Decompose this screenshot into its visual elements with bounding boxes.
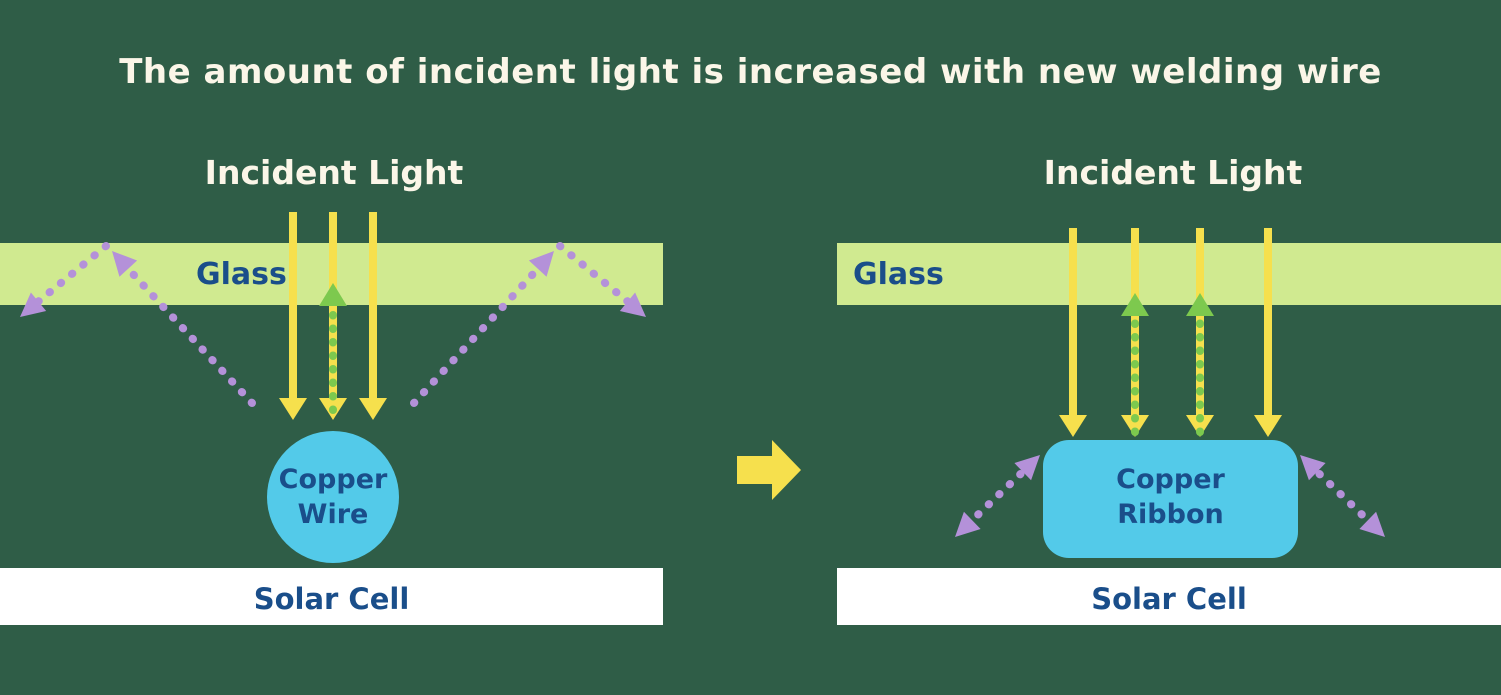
- down-arrowhead-icon: [1186, 415, 1214, 437]
- diagonal-arrowhead-icon: [619, 292, 646, 317]
- diagonal-arrowhead-icon: [528, 251, 554, 277]
- down-arrowhead-icon: [1121, 415, 1149, 437]
- diagonal-arrowhead-icon: [112, 251, 138, 277]
- diagonal-dotted-arrow-icon: [1305, 460, 1381, 533]
- glass-label-right: Glass: [853, 257, 944, 292]
- right-diagram: [837, 228, 1501, 625]
- solar-cell-label-right: Solar Cell: [1091, 582, 1247, 616]
- copper-ribbon-label: Copper Ribbon: [1043, 462, 1298, 532]
- copper-ribbon-shape: [1043, 440, 1298, 558]
- diagonal-dotted-arrow-icon: [556, 242, 642, 314]
- diagonal-dotted-arrow-icon: [410, 256, 550, 407]
- diagonal-dotted-arrow-icon: [116, 256, 256, 407]
- copper-wire-label-line1: Copper: [278, 464, 388, 495]
- diagonal-arrowhead-icon: [20, 292, 47, 317]
- solar-cell-layer-right: [837, 568, 1501, 625]
- up-arrowhead-icon: [1186, 293, 1214, 316]
- down-arrowhead-icon: [279, 398, 307, 420]
- up-arrowhead-icon: [1121, 293, 1149, 316]
- incident-light-label-right: Incident Light: [1043, 153, 1303, 192]
- diagonal-arrowhead-icon: [1359, 511, 1385, 537]
- scattered-light-right: [955, 455, 1385, 537]
- solar-cell-label-left: Solar Cell: [253, 582, 410, 616]
- reflected-up-arrows-right: [1121, 293, 1214, 436]
- reflected-up-arrow-left: [319, 283, 347, 414]
- down-arrowhead-icon: [1059, 415, 1087, 437]
- diagonal-arrowhead-icon: [1014, 455, 1040, 481]
- down-arrowhead-icon: [359, 398, 387, 420]
- diagonal-arrowhead-icon: [955, 511, 981, 537]
- copper-ribbon-label-line1: Copper: [1116, 464, 1225, 495]
- scattered-light-left: [20, 242, 646, 407]
- down-arrowhead-icon: [1254, 415, 1282, 437]
- copper-wire-label-line2: Wire: [297, 499, 369, 531]
- diagonal-dotted-arrow-icon: [24, 242, 110, 314]
- copper-ribbon-label-line2: Ribbon: [1117, 499, 1224, 531]
- solar-cell-layer-left: [0, 568, 663, 625]
- copper-wire-label: Copper Wire: [267, 462, 399, 532]
- incident-light-label-left: Incident Light: [204, 153, 464, 192]
- copper-wire-shape: [267, 431, 399, 563]
- page-title: The amount of incident light is increase…: [119, 52, 1382, 92]
- diagonal-dotted-arrow-icon: [959, 460, 1035, 533]
- glass-label-left: Glass: [196, 257, 287, 292]
- transition-arrow-icon: [737, 440, 801, 500]
- left-diagram: [0, 212, 663, 625]
- up-arrowhead-icon: [319, 283, 347, 306]
- glass-layer-right: [837, 243, 1501, 305]
- diagonal-arrowhead-icon: [1300, 455, 1326, 481]
